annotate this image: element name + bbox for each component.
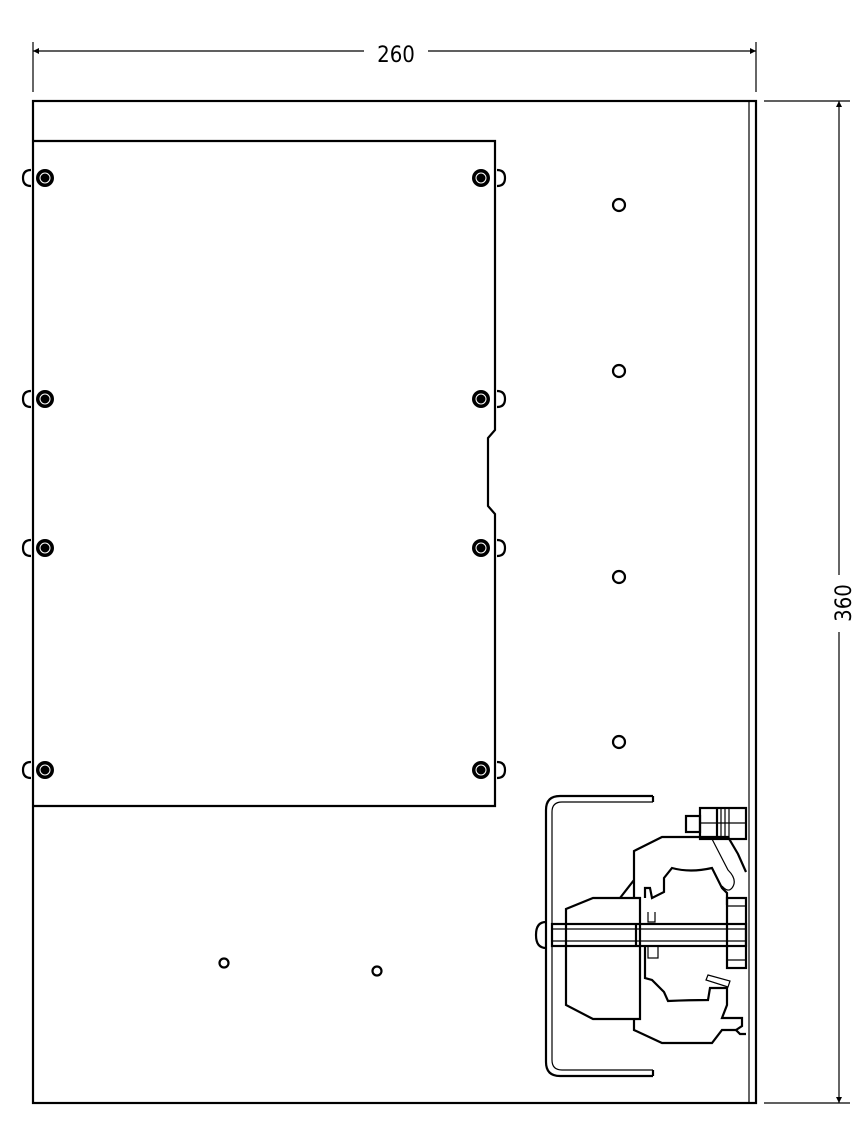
release-tab bbox=[705, 974, 731, 988]
u-bracket-inner bbox=[551, 801, 653, 1071]
screw-right-3 bbox=[472, 538, 507, 558]
enclosure-cover bbox=[21, 139, 507, 808]
u-bracket-outer bbox=[544, 794, 653, 1078]
screw-right-4 bbox=[472, 760, 507, 780]
plate-outline bbox=[31, 99, 758, 1105]
screw-left-3 bbox=[21, 538, 54, 558]
terminal-clip-upper bbox=[643, 866, 729, 905]
screw-left-1 bbox=[21, 168, 54, 188]
din-rail bbox=[725, 896, 748, 970]
hole-right-2 bbox=[611, 363, 627, 379]
dimension-width: 260 bbox=[32, 42, 757, 92]
terminal-body-upper bbox=[619, 835, 748, 899]
hole-right-4 bbox=[611, 734, 627, 750]
bolt-shaft bbox=[550, 922, 748, 948]
cable-gland bbox=[684, 806, 748, 891]
enclosure-outline bbox=[33, 139, 497, 808]
mounting-holes bbox=[218, 197, 627, 977]
clamp-assembly bbox=[534, 794, 748, 1078]
bolt-head bbox=[534, 920, 547, 950]
terminal-clip-lower bbox=[643, 946, 746, 1036]
screw-left-4 bbox=[21, 760, 54, 780]
screw-left-2 bbox=[21, 389, 54, 409]
terminal-body-lower bbox=[632, 1019, 736, 1045]
dimension-height: 360 bbox=[764, 100, 857, 1104]
dimension-width-label: 260 bbox=[377, 43, 415, 68]
screw-right-1 bbox=[472, 168, 507, 188]
screw-right-2 bbox=[472, 389, 507, 409]
hole-bottom-2 bbox=[371, 965, 383, 977]
mounting-plate bbox=[31, 99, 758, 1105]
hole-right-1 bbox=[611, 197, 627, 213]
terminal-holder bbox=[564, 896, 642, 1021]
dimension-height-label: 360 bbox=[832, 584, 857, 622]
hole-right-3 bbox=[611, 569, 627, 585]
hole-bottom-1 bbox=[218, 957, 230, 969]
